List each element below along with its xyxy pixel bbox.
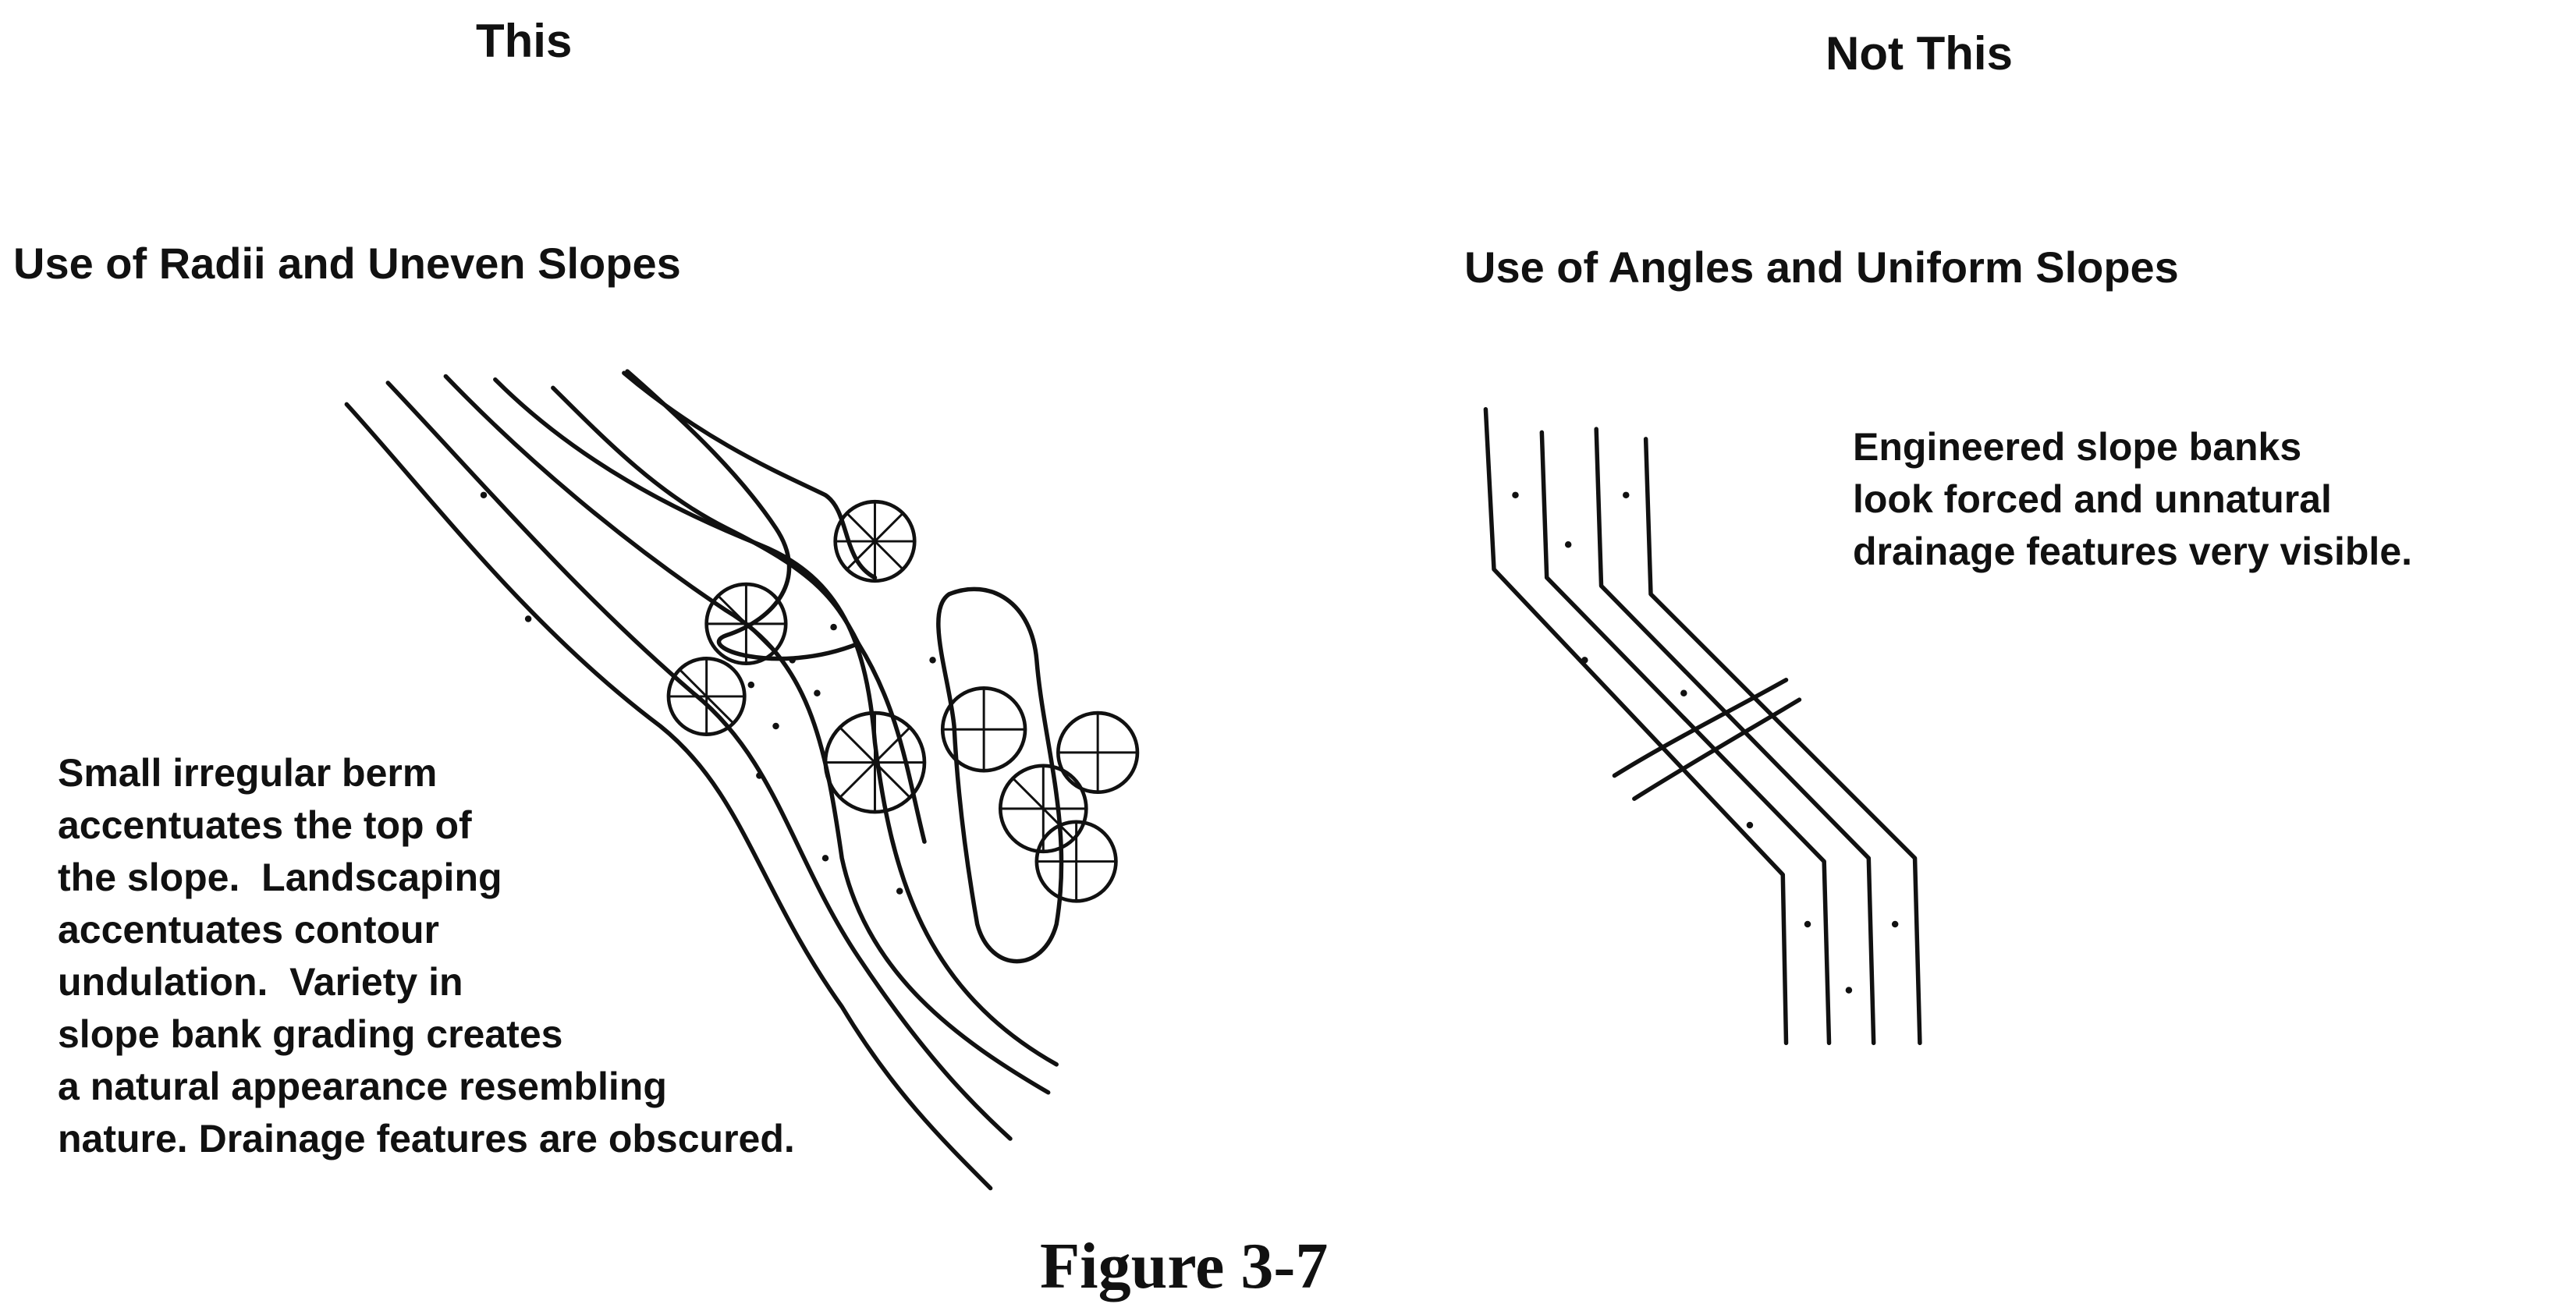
contour-line — [344, 402, 993, 1191]
contour-line — [551, 385, 927, 844]
natural-contours — [344, 369, 1064, 1191]
drainage-swale — [1612, 678, 1789, 778]
trees — [666, 499, 1140, 903]
berm-loop — [936, 586, 1064, 964]
contour-line — [622, 370, 878, 580]
drainage-swale — [1632, 697, 1802, 801]
slope-line — [1643, 437, 1922, 1046]
stipple-dots — [480, 491, 936, 895]
right-caption: Engineered slope banks look forced and u… — [1853, 425, 2413, 573]
engineered-slope — [1483, 407, 1922, 1046]
contour-line — [443, 374, 1051, 1095]
slope-dots — [1512, 491, 1899, 994]
slope-line — [1594, 427, 1876, 1046]
slope-line — [1539, 430, 1832, 1046]
column-title-not-this: Not This — [1826, 27, 2013, 80]
column-title-this: This — [476, 15, 573, 67]
contour-line — [625, 369, 861, 661]
slope-line — [1483, 407, 1789, 1046]
left-heading: Use of Radii and Uneven Slopes — [13, 239, 681, 288]
right-heading: Use of Angles and Uniform Slopes — [1464, 243, 2179, 292]
left-caption: Small irregular berm accentuates the top… — [58, 751, 795, 1160]
figure-label: Figure 3-7 — [1040, 1230, 1329, 1302]
